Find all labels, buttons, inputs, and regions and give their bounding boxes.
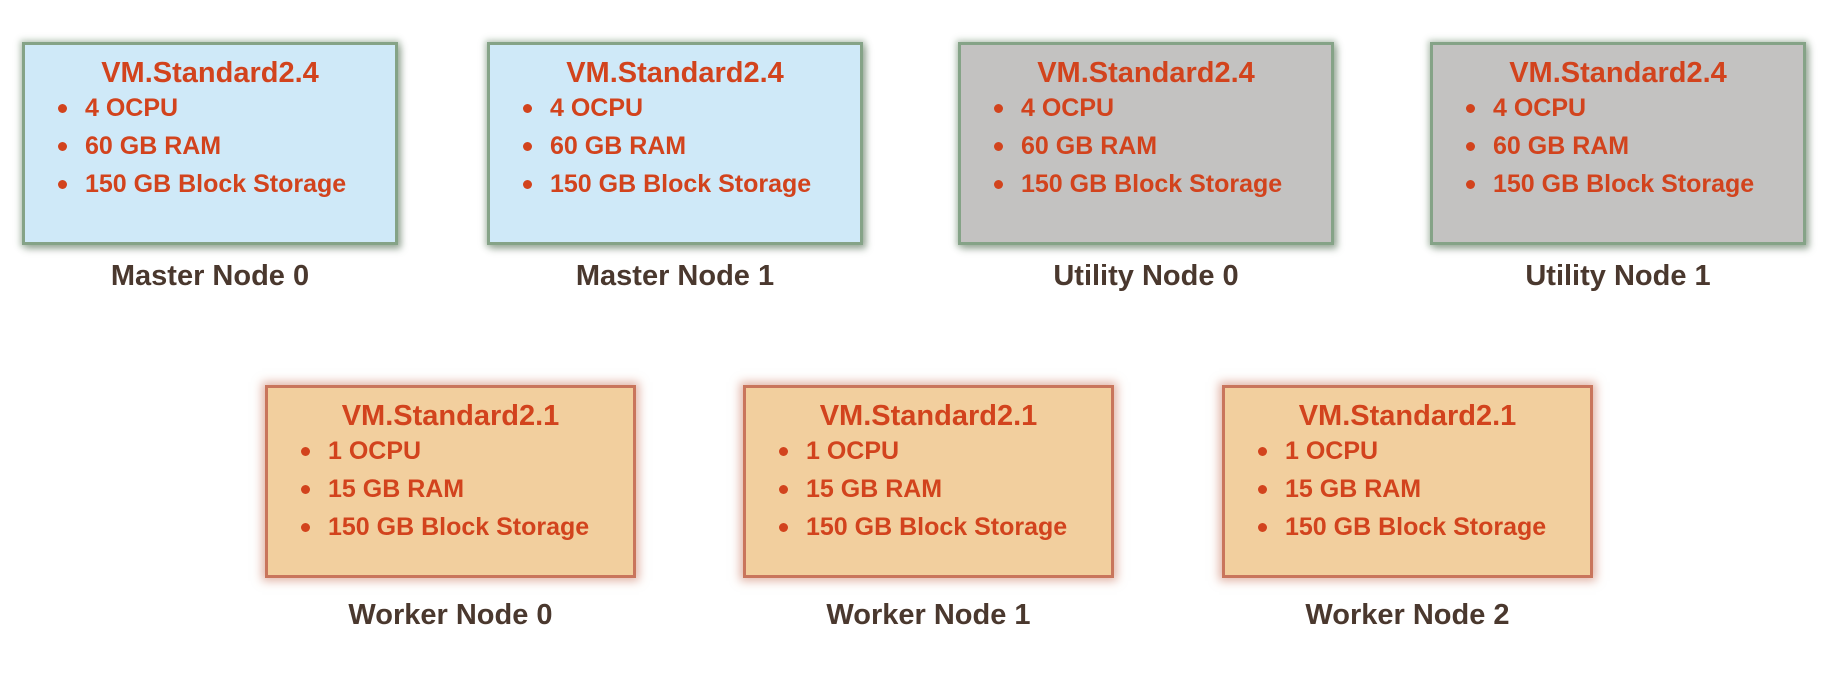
vm-shape-title: VM.Standard2.1 <box>819 400 1038 432</box>
spec-list: 1 OCPU 15 GB RAM 150 GB Block Storage <box>1235 439 1580 540</box>
vm-shape-title: VM.Standard2.4 <box>566 57 784 89</box>
node-utility-0: VM.Standard2.4 4 OCPU 60 GB RAM 150 GB B… <box>958 42 1334 293</box>
node-label: Master Node 0 <box>110 260 310 292</box>
spec-item-ram: 15 GB RAM <box>779 477 1101 502</box>
vm-shape-title: VM.Standard2.4 <box>1037 57 1255 89</box>
spec-item-ocpu: 4 OCPU <box>994 96 1321 121</box>
spec-item-ocpu: 1 OCPU <box>779 439 1101 464</box>
spec-list: 1 OCPU 15 GB RAM 150 GB Block Storage <box>756 439 1101 540</box>
spec-item-storage: 150 GB Block Storage <box>1466 172 1793 197</box>
spec-item-ocpu: 4 OCPU <box>523 96 850 121</box>
node-label: Utility Node 0 <box>1053 260 1239 292</box>
spec-item-ram: 60 GB RAM <box>994 134 1321 159</box>
node-card: VM.Standard2.4 4 OCPU 60 GB RAM 150 GB B… <box>958 42 1334 245</box>
spec-item-ocpu: 4 OCPU <box>1466 96 1793 121</box>
node-utility-1: VM.Standard2.4 4 OCPU 60 GB RAM 150 GB B… <box>1430 42 1806 293</box>
spec-item-storage: 150 GB Block Storage <box>1258 515 1580 540</box>
spec-list: 1 OCPU 15 GB RAM 150 GB Block Storage <box>278 439 623 540</box>
spec-item-storage: 150 GB Block Storage <box>58 172 385 197</box>
node-card: VM.Standard2.1 1 OCPU 15 GB RAM 150 GB B… <box>1222 385 1593 578</box>
node-master-0: VM.Standard2.4 4 OCPU 60 GB RAM 150 GB B… <box>22 42 398 293</box>
spec-item-ocpu: 1 OCPU <box>301 439 623 464</box>
spec-item-ocpu: 4 OCPU <box>58 96 385 121</box>
node-card: VM.Standard2.1 1 OCPU 15 GB RAM 150 GB B… <box>265 385 636 578</box>
spec-list: 4 OCPU 60 GB RAM 150 GB Block Storage <box>971 96 1321 197</box>
spec-list: 4 OCPU 60 GB RAM 150 GB Block Storage <box>500 96 850 197</box>
vm-shape-title: VM.Standard2.1 <box>341 400 560 432</box>
node-master-1: VM.Standard2.4 4 OCPU 60 GB RAM 150 GB B… <box>487 42 863 293</box>
vm-shape-title: VM.Standard2.1 <box>1298 400 1517 432</box>
node-worker-1: VM.Standard2.1 1 OCPU 15 GB RAM 150 GB B… <box>743 385 1114 632</box>
spec-item-storage: 150 GB Block Storage <box>301 515 623 540</box>
spec-item-ram: 15 GB RAM <box>1258 477 1580 502</box>
spec-item-storage: 150 GB Block Storage <box>523 172 850 197</box>
spec-item-storage: 150 GB Block Storage <box>994 172 1321 197</box>
node-card: VM.Standard2.4 4 OCPU 60 GB RAM 150 GB B… <box>1430 42 1806 245</box>
node-card: VM.Standard2.1 1 OCPU 15 GB RAM 150 GB B… <box>743 385 1114 578</box>
node-label: Worker Node 1 <box>826 599 1031 631</box>
spec-item-ram: 15 GB RAM <box>301 477 623 502</box>
node-card: VM.Standard2.4 4 OCPU 60 GB RAM 150 GB B… <box>487 42 863 245</box>
spec-list: 4 OCPU 60 GB RAM 150 GB Block Storage <box>35 96 385 197</box>
vm-shape-title: VM.Standard2.4 <box>101 57 319 89</box>
node-label: Worker Node 0 <box>348 599 553 631</box>
spec-item-ram: 60 GB RAM <box>523 134 850 159</box>
spec-item-storage: 150 GB Block Storage <box>779 515 1101 540</box>
spec-list: 4 OCPU 60 GB RAM 150 GB Block Storage <box>1443 96 1793 197</box>
node-card: VM.Standard2.4 4 OCPU 60 GB RAM 150 GB B… <box>22 42 398 245</box>
spec-item-ocpu: 1 OCPU <box>1258 439 1580 464</box>
node-worker-0: VM.Standard2.1 1 OCPU 15 GB RAM 150 GB B… <box>265 385 636 632</box>
node-label: Worker Node 2 <box>1305 599 1510 631</box>
node-label: Utility Node 1 <box>1525 260 1711 292</box>
node-label: Master Node 1 <box>575 260 775 292</box>
vm-shape-title: VM.Standard2.4 <box>1509 57 1727 89</box>
spec-item-ram: 60 GB RAM <box>58 134 385 159</box>
node-worker-2: VM.Standard2.1 1 OCPU 15 GB RAM 150 GB B… <box>1222 385 1593 632</box>
spec-item-ram: 60 GB RAM <box>1466 134 1793 159</box>
